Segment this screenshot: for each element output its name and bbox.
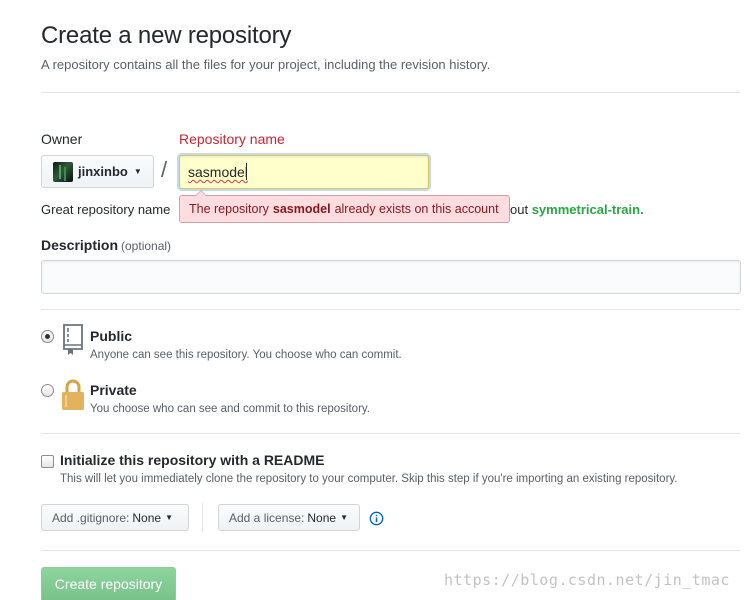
page-title: Create a new repository: [41, 22, 292, 49]
hint-suffix: out: [510, 202, 529, 217]
gitignore-label: Add .gitignore:: [52, 510, 130, 525]
create-repository-button[interactable]: Create repository: [41, 567, 176, 600]
user-avatar: [53, 161, 73, 182]
owner-select-button[interactable]: jinxinbo ▼: [41, 155, 154, 188]
repository-name-label: Repository name: [179, 131, 285, 147]
name-suggestion-suffix: out symmetrical-train.: [510, 202, 644, 217]
description-label: Description(optional): [41, 237, 171, 253]
suggested-name-link[interactable]: symmetrical-train.: [531, 202, 644, 217]
license-select-button[interactable]: Add a license: None ▼: [218, 504, 360, 531]
info-icon[interactable]: [369, 511, 384, 526]
select-separator: [202, 503, 203, 532]
readme-title: Initialize this repository with a README: [60, 452, 325, 468]
caret-down-icon: ▼: [133, 167, 142, 176]
lock-icon: [62, 379, 84, 410]
name-suggestion-hint: Great repository name: [41, 202, 170, 217]
public-radio[interactable]: [41, 330, 54, 343]
owner-repo-separator: /: [161, 157, 168, 182]
description-optional: (optional): [121, 239, 172, 253]
text-cursor: [246, 163, 247, 180]
error-prefix: The repository: [189, 202, 269, 216]
public-title: Public: [90, 328, 133, 344]
hint-prefix: Great repository name: [41, 202, 171, 217]
private-radio[interactable]: [41, 384, 54, 397]
readme-note: This will let you immediately clone the …: [60, 473, 678, 485]
license-label: Add a license:: [229, 510, 305, 525]
description-input[interactable]: [41, 260, 741, 294]
caret-down-icon: ▼: [165, 513, 173, 522]
repository-name-input[interactable]: [179, 155, 429, 189]
visibility-divider: [41, 433, 740, 434]
private-note: You choose who can see and commit to thi…: [90, 403, 370, 415]
page-subtitle: A repository contains all the files for …: [41, 57, 491, 72]
private-title: Private: [90, 382, 137, 398]
header-divider: [41, 92, 740, 93]
public-note: Anyone can see this repository. You choo…: [90, 349, 402, 361]
error-suffix: already exists on this account: [334, 202, 499, 216]
license-value: None: [307, 510, 337, 525]
owner-label: Owner: [41, 131, 83, 147]
options-divider: [41, 550, 740, 551]
gitignore-value: None: [132, 510, 162, 525]
readme-checkbox[interactable]: [41, 455, 54, 468]
repo-icon: [63, 324, 83, 355]
caret-down-icon: ▼: [340, 513, 348, 522]
description-divider: [41, 309, 740, 310]
owner-name: jinxinbo: [78, 164, 128, 179]
error-repo-name: sasmodel: [272, 202, 331, 216]
repository-exists-error: The repository sasmodel already exists o…: [179, 190, 510, 223]
watermark: https://blog.csdn.net/jin_tmac: [444, 571, 730, 589]
gitignore-select-button[interactable]: Add .gitignore: None ▼: [41, 504, 189, 531]
description-label-text: Description: [41, 237, 119, 253]
